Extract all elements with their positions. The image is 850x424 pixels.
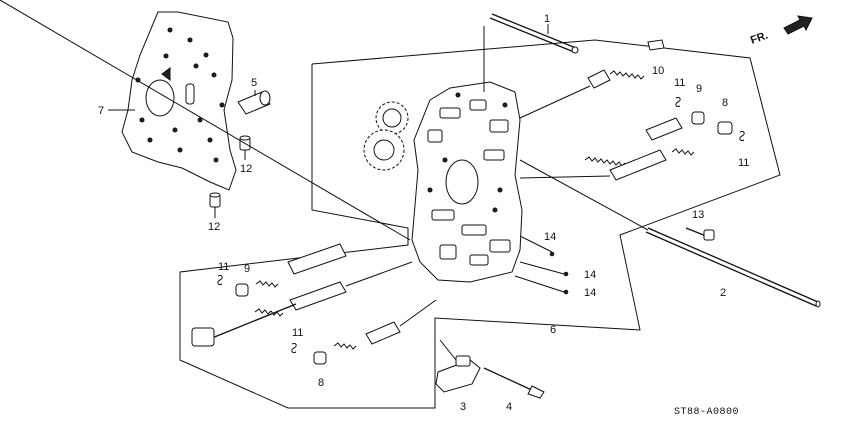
callout-12-upper: 12 bbox=[240, 163, 252, 175]
callout-11-c: 11 bbox=[218, 261, 229, 273]
front-arrow-icon bbox=[783, 15, 813, 35]
callout-4: 4 bbox=[506, 401, 512, 413]
diagram-code: ST88-A0800 bbox=[674, 407, 739, 418]
assembly-frame bbox=[179, 39, 781, 409]
shaft-long bbox=[489, 13, 579, 54]
callout-11-a: 11 bbox=[674, 77, 685, 89]
clip-11b bbox=[739, 131, 745, 141]
callout-11-b: 11 bbox=[738, 157, 749, 169]
valve-left-lower bbox=[313, 299, 437, 365]
rod-long bbox=[519, 159, 821, 308]
leader-14c bbox=[514, 275, 565, 293]
callout-8-lower: 8 bbox=[318, 377, 324, 389]
check-ball-c bbox=[563, 289, 569, 295]
front-direction-label: FR. bbox=[749, 29, 770, 46]
clip-11a bbox=[675, 97, 681, 107]
check-ball-b bbox=[563, 271, 569, 277]
callout-12-lower: 12 bbox=[208, 221, 220, 233]
main-valve-body bbox=[411, 81, 523, 283]
callout-8-upper: 8 bbox=[722, 97, 728, 109]
dowel-small-lower bbox=[209, 192, 221, 208]
callout-6: 6 bbox=[550, 324, 556, 336]
callout-11-d: 11 bbox=[292, 327, 303, 339]
valve-left-upper bbox=[0, 0, 411, 297]
callout-14-b: 14 bbox=[584, 269, 596, 281]
valve-mid-right bbox=[519, 111, 733, 181]
clip-11d bbox=[291, 343, 297, 353]
callout-10: 10 bbox=[652, 65, 664, 77]
callout-5: 5 bbox=[251, 77, 257, 89]
callout-1: 1 bbox=[544, 13, 550, 25]
separator-plate bbox=[121, 11, 237, 191]
callout-14-c: 14 bbox=[584, 287, 596, 299]
callout-7: 7 bbox=[98, 105, 104, 117]
valve-upper-right bbox=[519, 39, 665, 119]
manual-rod bbox=[483, 367, 545, 399]
callout-9-lower: 9 bbox=[244, 263, 250, 275]
callout-9-upper: 9 bbox=[696, 83, 702, 95]
manual-lever bbox=[435, 339, 481, 393]
leader-14b bbox=[519, 261, 565, 275]
callout-14-a: 14 bbox=[544, 231, 556, 243]
callout-3: 3 bbox=[460, 401, 466, 413]
valve-left-mid bbox=[191, 261, 413, 347]
dowel-pin bbox=[237, 90, 271, 115]
check-ball-a bbox=[549, 251, 555, 257]
callout-13: 13 bbox=[692, 209, 704, 221]
callout-2: 2 bbox=[720, 287, 726, 299]
clip-11c bbox=[217, 275, 223, 285]
gear-set bbox=[363, 101, 409, 171]
leader-14a bbox=[519, 235, 553, 253]
bolt bbox=[685, 227, 715, 241]
